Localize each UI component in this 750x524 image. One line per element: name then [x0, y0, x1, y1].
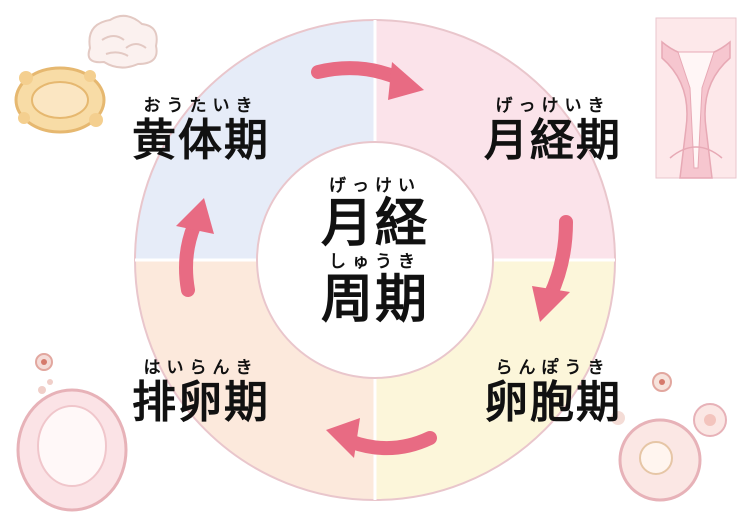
- center-title-line1: 月経: [320, 194, 429, 254]
- center-title-line2: 周期: [320, 270, 429, 330]
- arrowhead-bottom: [326, 418, 360, 458]
- center-title-line2-ruby: しゅうき: [329, 252, 421, 272]
- phase-ovulation: はいらんき 排卵期: [106, 358, 296, 428]
- arrowhead-top: [388, 62, 424, 100]
- phase-ovulation-label: 排卵期: [132, 377, 270, 428]
- arrowhead-left: [176, 198, 214, 234]
- phase-luteal-label: 黄体期: [132, 115, 270, 166]
- ovulated-follicle-illustration: [16, 353, 128, 512]
- phase-menstrual: げっけいき 月経期: [458, 96, 648, 166]
- phase-follicular-label: 卵胞期: [484, 377, 622, 428]
- phase-luteal-ruby: おうたいき: [143, 96, 259, 116]
- phase-follicular: らんぽうき 卵胞期: [458, 358, 648, 428]
- arrow-luteal-to-menstrual: [311, 61, 405, 85]
- center-title: げっけい 月経 しゅうき 周期: [275, 176, 475, 328]
- phase-ovulation-ruby: はいらんき: [143, 358, 259, 378]
- center-title-line1-ruby: げっけい: [329, 176, 421, 196]
- arrow-ovulation-to-luteal: [179, 219, 201, 297]
- phase-follicular-ruby: らんぽうき: [495, 358, 611, 378]
- brain-illustration: [87, 14, 158, 69]
- phase-menstrual-label: 月経期: [484, 115, 622, 166]
- follicle-illustration: [611, 372, 727, 502]
- center-disc: [256, 141, 494, 379]
- arrow-follicular-to-ovulation: [345, 431, 437, 456]
- arrowhead-right: [532, 286, 570, 322]
- corpus-luteum-illustration: [14, 66, 106, 134]
- phase-menstrual-ruby: げっけいき: [495, 96, 611, 116]
- uterus-illustration: [655, 17, 737, 179]
- phase-luteal: おうたいき 黄体期: [106, 96, 296, 166]
